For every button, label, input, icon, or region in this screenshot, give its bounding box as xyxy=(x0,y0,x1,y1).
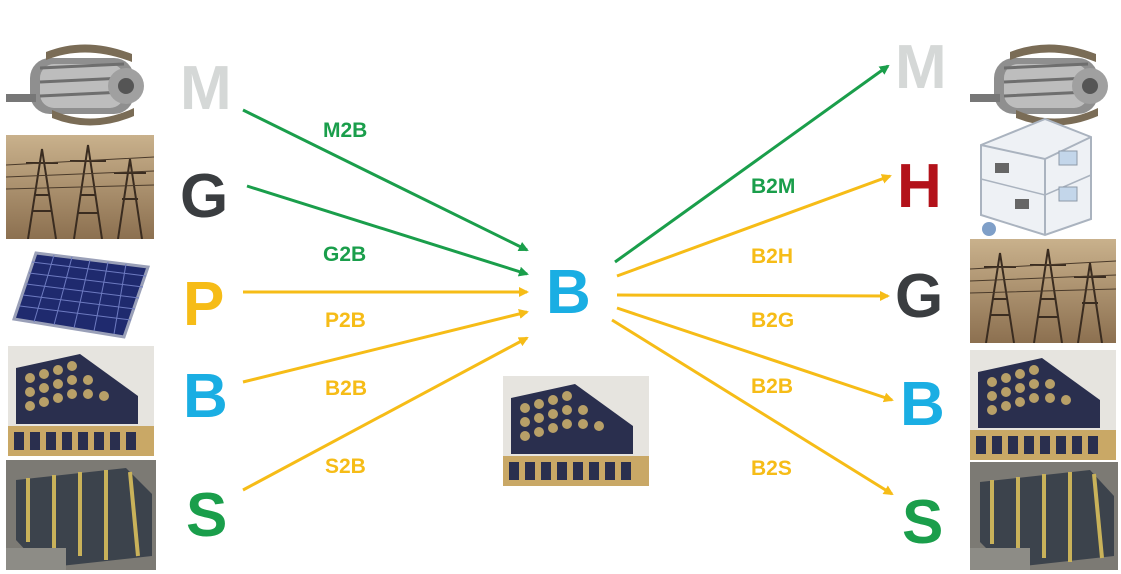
flow-label-b2m: B2M xyxy=(751,175,796,198)
left-solar-panel-image xyxy=(10,245,152,343)
center-node-letter-b: B xyxy=(546,258,591,327)
arrow-b2b-out xyxy=(616,306,894,403)
left-storage-image xyxy=(6,460,156,570)
arrow-g2b xyxy=(246,184,529,277)
right-battery-pack-image xyxy=(970,350,1116,460)
right-motor-image xyxy=(970,38,1118,130)
arrow-b2m xyxy=(614,64,890,264)
flow-label-p2b: P2B xyxy=(325,309,366,332)
flow-label-b2g: B2G xyxy=(751,309,795,332)
flow-label-b2b-in: B2B xyxy=(325,377,368,400)
right-node-letter-b: B xyxy=(900,370,945,439)
arrow-b2g xyxy=(616,290,890,301)
center-battery-pack-image xyxy=(503,376,649,486)
right-storage-image xyxy=(970,462,1118,570)
left-node-letter-p: P xyxy=(183,270,225,339)
right-node-letter-s: S xyxy=(902,488,944,557)
left-battery-pack-image xyxy=(8,346,154,456)
right-node-letter-h: H xyxy=(897,152,942,221)
arrow-s2b xyxy=(242,336,529,492)
left-node-letter-m: M xyxy=(180,54,232,123)
flow-label-b2b-out: B2B xyxy=(751,375,794,398)
right-node-letter-g: G xyxy=(895,262,944,331)
flow-label-m2b: M2B xyxy=(323,119,368,142)
right-grid-image xyxy=(970,239,1116,343)
left-motor-image xyxy=(6,38,154,130)
flow-label-b2s: B2S xyxy=(751,457,792,480)
right-house-image xyxy=(975,115,1095,237)
left-node-letter-b: B xyxy=(183,362,228,431)
arrow-b2s xyxy=(611,318,894,496)
arrow-m2b xyxy=(242,108,529,252)
flow-label-b2h: B2H xyxy=(751,245,794,268)
left-node-letter-g: G xyxy=(180,162,229,231)
left-grid-image xyxy=(6,135,154,239)
left-node-letter-s: S xyxy=(186,481,228,550)
arrow-b2b-in xyxy=(242,309,529,384)
flow-label-s2b: S2B xyxy=(325,455,366,478)
flow-label-g2b: G2B xyxy=(323,243,367,266)
right-node-letter-m: M xyxy=(895,33,947,102)
arrow-b2h xyxy=(616,174,892,278)
